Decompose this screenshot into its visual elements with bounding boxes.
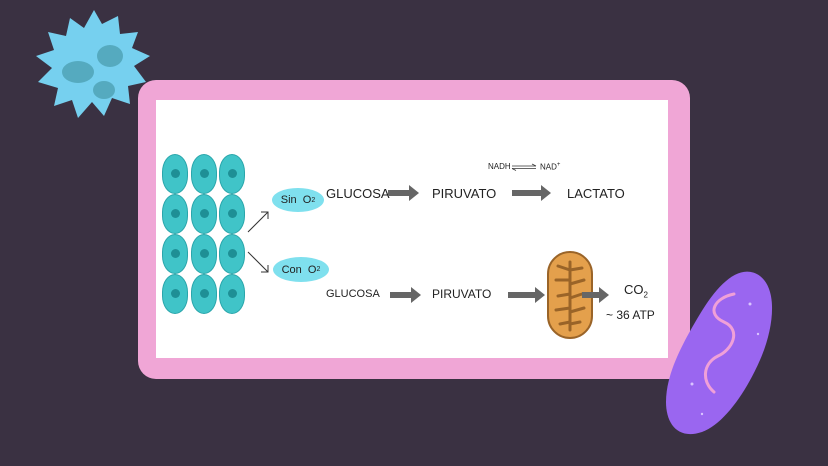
equilibrium-icon [511,163,537,171]
anaerobic-pyruvate: PIRUVATO [432,186,497,201]
arrow-5 [582,287,609,303]
gas-subscript: 2 [311,196,316,204]
cell-cluster-icon [160,154,248,320]
co2-product: CO2 [624,282,648,300]
arrow-2 [512,185,551,201]
nad-label: NAD+ [540,162,561,172]
gas-label: O [307,263,317,276]
arrow-1 [388,185,419,201]
aerobic-glucose: GLUCOSA [326,288,380,300]
atp-product: ~ 36 ATP [606,308,655,322]
condition-label: Sin [280,194,297,206]
condition-label: Con [281,263,302,276]
nadh-label: NADH [488,162,511,171]
mitochondrion-icon [547,251,593,339]
gas-label: O [302,194,312,206]
gas-subscript: 2 [316,266,321,273]
arrow-4 [508,287,545,303]
branch-arrows [247,211,269,273]
bacillus-icon [666,271,773,435]
arrow-3 [390,287,421,303]
bacterium-icon [36,10,150,118]
anaerobic-lactate: LACTATO [567,186,625,201]
anaerobic-glucose: GLUCOSA [326,186,390,201]
aerobic-pyruvate: PIRUVATO [432,287,492,301]
